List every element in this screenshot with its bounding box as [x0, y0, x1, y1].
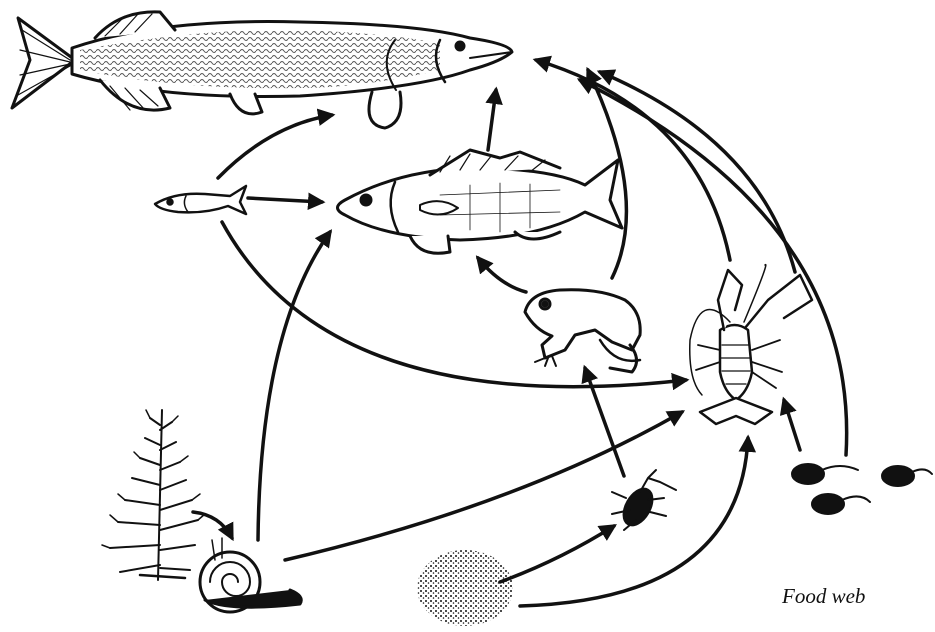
arrow-tadpoles-to-pike [580, 80, 847, 455]
plankton-icon [417, 550, 513, 626]
arrow-tadpoles-to-crayfish [784, 400, 800, 450]
arrow-minnow-to-perch [248, 198, 322, 202]
arrow-plant-to-snail [193, 512, 232, 538]
tadpoles-icon [792, 464, 932, 514]
arrow-minnow-to-pike [218, 115, 332, 178]
snail-icon [200, 538, 301, 612]
arrow-snail-to-perch [258, 232, 330, 540]
crayfish-icon [690, 265, 812, 424]
perch-icon [338, 150, 623, 253]
water-plant-icon [102, 410, 205, 580]
arrow-perch-to-pike [488, 90, 496, 150]
beetle-icon [612, 470, 676, 530]
arrow-frog-to-perch [478, 258, 526, 292]
arrow-crayfish-to-pike [536, 60, 730, 260]
frog-icon [525, 290, 640, 372]
pike-icon [12, 12, 512, 128]
diagram-caption: Food web [782, 584, 865, 609]
minnow-icon [155, 186, 246, 214]
arrow-snail-to-crayfish [285, 412, 682, 560]
arrow-plankton-to-beetle [500, 526, 614, 582]
